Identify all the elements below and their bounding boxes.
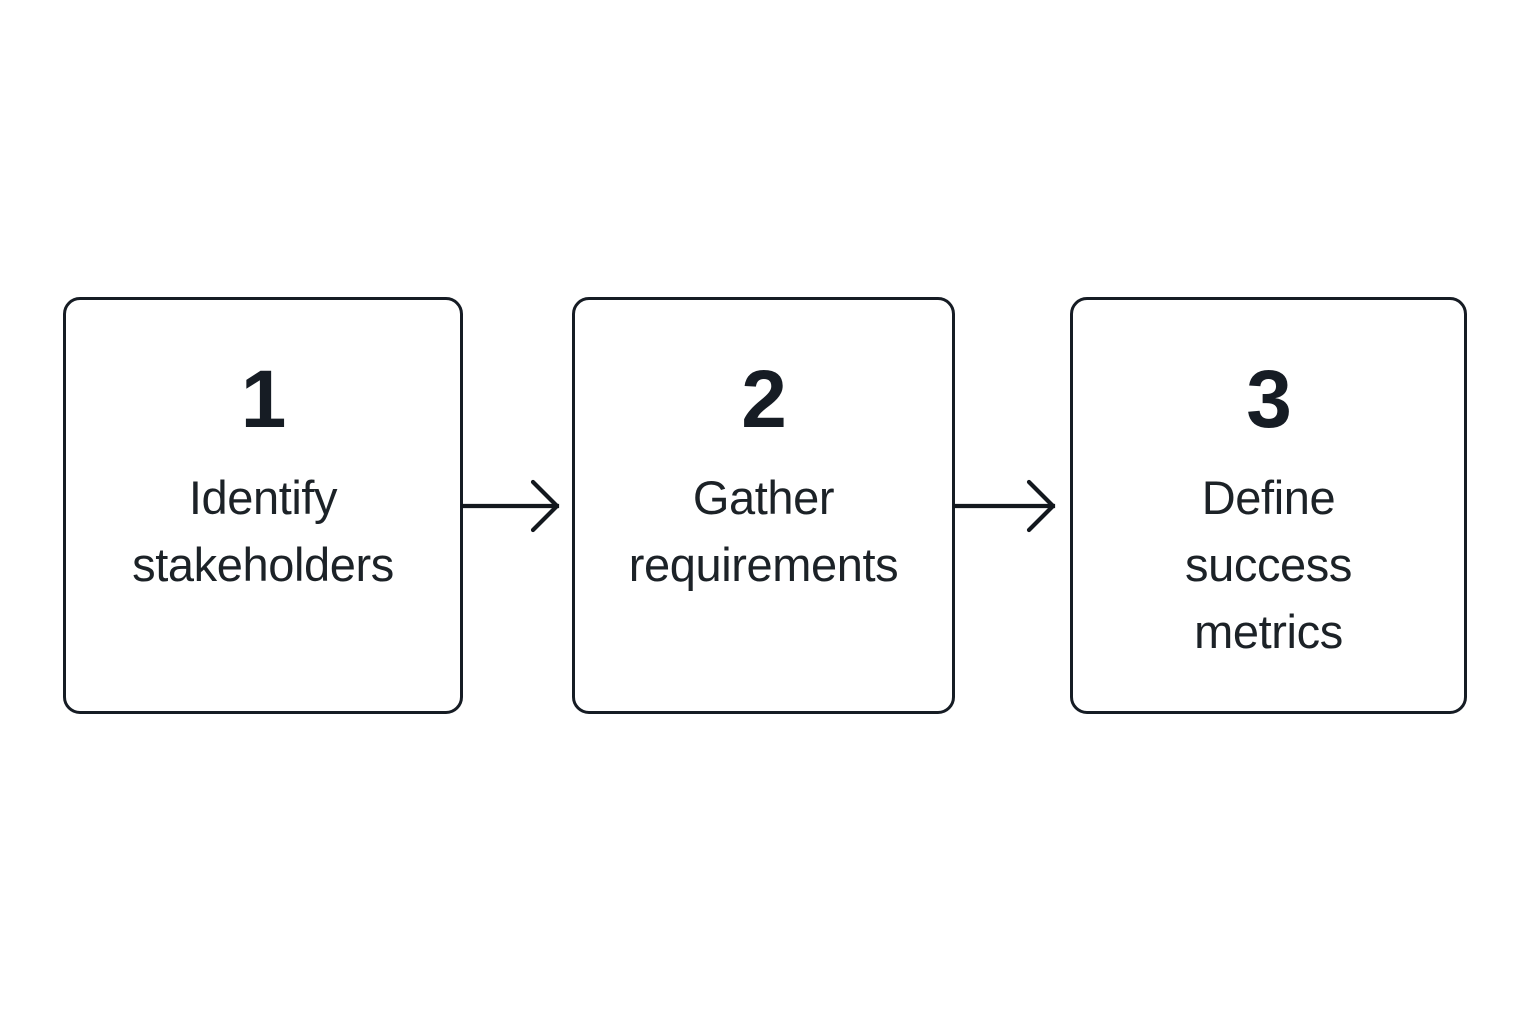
arrow-right-icon — [460, 479, 560, 533]
step-number-1: 1 — [240, 354, 287, 445]
step-box-3[interactable]: 3 Define success metrics — [1070, 297, 1467, 714]
step-label-1: Identify stakeholders — [132, 471, 394, 591]
connector-2-to-3 — [952, 479, 1070, 533]
step-number-3: 3 — [1246, 354, 1292, 445]
arrow-right-icon — [952, 479, 1056, 533]
step-label-3: Define success metrics — [1185, 471, 1352, 658]
process-flow: 1 Identify stakeholders 2 Gather require… — [63, 297, 1467, 714]
step-box-2[interactable]: 2 Gather requirements — [572, 297, 955, 714]
step-number-2: 2 — [741, 354, 787, 445]
step-box-1[interactable]: 1 Identify stakeholders — [63, 297, 463, 714]
step-label-2: Gather requirements — [628, 471, 899, 591]
connector-1-to-2 — [460, 479, 572, 533]
